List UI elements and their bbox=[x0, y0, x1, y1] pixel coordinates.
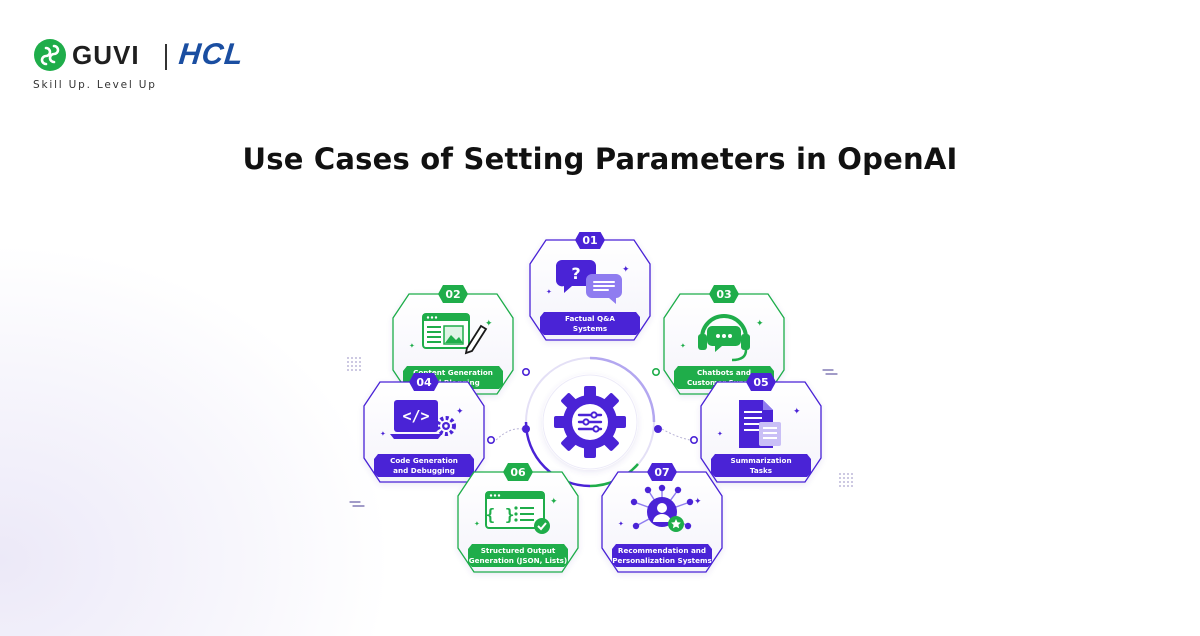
sparkle-icon: ✦ bbox=[680, 342, 686, 350]
use-case-label-line2: Tasks bbox=[750, 466, 772, 475]
use-case-number: 01 bbox=[582, 234, 597, 247]
number-badge: 05 bbox=[746, 373, 776, 391]
decorative-dashes bbox=[349, 369, 838, 507]
hcl-wordmark: HCL bbox=[177, 38, 246, 71]
use-case-label-line1: Recommendation and bbox=[618, 546, 706, 555]
svg-text:</>: </> bbox=[402, 407, 429, 425]
logo-divider bbox=[165, 44, 167, 70]
sparkle-icon: ✦ bbox=[474, 520, 480, 528]
use-case-label-line1: Chatbots and bbox=[697, 368, 751, 377]
number-badge: 07 bbox=[647, 463, 677, 481]
use-case-label-line1: Structured Output bbox=[481, 546, 556, 555]
number-badge: 06 bbox=[503, 463, 533, 481]
user-network-icon bbox=[630, 484, 694, 532]
sparkle-icon: ✦ bbox=[618, 520, 624, 528]
sparkle-icon: ✦ bbox=[485, 319, 493, 329]
code-laptop-icon: </> bbox=[390, 400, 456, 439]
sparkle-icon: ✦ bbox=[717, 430, 723, 438]
guvi-hcl-logo[interactable]: GUVI HCL Skill Up. Level Up bbox=[33, 38, 333, 98]
document-summary-icon bbox=[739, 400, 781, 448]
use-case-number: 07 bbox=[654, 466, 669, 479]
use-case-label-line2: Generation (JSON, Lists) bbox=[469, 556, 567, 565]
sparkle-icon: ✦ bbox=[409, 342, 415, 350]
use-case-number: 02 bbox=[445, 288, 460, 301]
use-case-label-line1: Summarization bbox=[730, 456, 791, 465]
headset-icon bbox=[698, 314, 750, 362]
use-case-label-line1: Factual Q&A bbox=[565, 314, 615, 323]
sparkle-icon: ✦ bbox=[546, 288, 552, 296]
use-case-label-line1: Content Generation bbox=[413, 368, 493, 377]
use-case-label-line2: Personalization Systems bbox=[612, 556, 712, 565]
number-badge: 03 bbox=[709, 285, 739, 303]
number-badge: 02 bbox=[438, 285, 468, 303]
sparkle-icon: ✦ bbox=[550, 497, 558, 507]
use-case-number: 06 bbox=[510, 466, 526, 479]
content-edit-icon bbox=[422, 313, 488, 355]
sparkle-icon: ✦ bbox=[756, 319, 764, 329]
sparkle-icon: ✦ bbox=[380, 430, 386, 438]
decorative-dot-grid-right bbox=[839, 473, 853, 487]
guvi-logo-icon bbox=[34, 39, 66, 71]
use-case-label-line2: Systems bbox=[573, 324, 607, 333]
use-case-label-line1: Code Generation bbox=[390, 456, 458, 465]
chat-question-icon: ? bbox=[555, 260, 622, 304]
sparkle-icon: ✦ bbox=[793, 407, 801, 417]
number-badge: 01 bbox=[575, 232, 605, 249]
use-case-number: 03 bbox=[716, 288, 731, 301]
use-case-number: 05 bbox=[753, 376, 768, 389]
svg-text:{ }: { } bbox=[486, 505, 515, 524]
tagline: Skill Up. Level Up bbox=[33, 79, 157, 91]
use-case-number: 04 bbox=[416, 376, 432, 389]
page-title: Use Cases of Setting Parameters in OpenA… bbox=[242, 142, 958, 176]
sparkle-icon: ✦ bbox=[622, 265, 630, 275]
center-hub bbox=[524, 356, 656, 488]
svg-text:?: ? bbox=[571, 264, 580, 283]
settings-gear-sliders-icon bbox=[554, 386, 626, 458]
number-badge: 04 bbox=[409, 373, 439, 391]
sparkle-icon: ✦ bbox=[694, 497, 702, 507]
guvi-wordmark: GUVI bbox=[72, 40, 140, 70]
json-list-icon: { } bbox=[485, 491, 550, 534]
decorative-dot-grid-left bbox=[347, 357, 361, 371]
sparkle-icon: ✦ bbox=[456, 407, 464, 417]
use-case-label-line2: and Debugging bbox=[393, 466, 455, 475]
